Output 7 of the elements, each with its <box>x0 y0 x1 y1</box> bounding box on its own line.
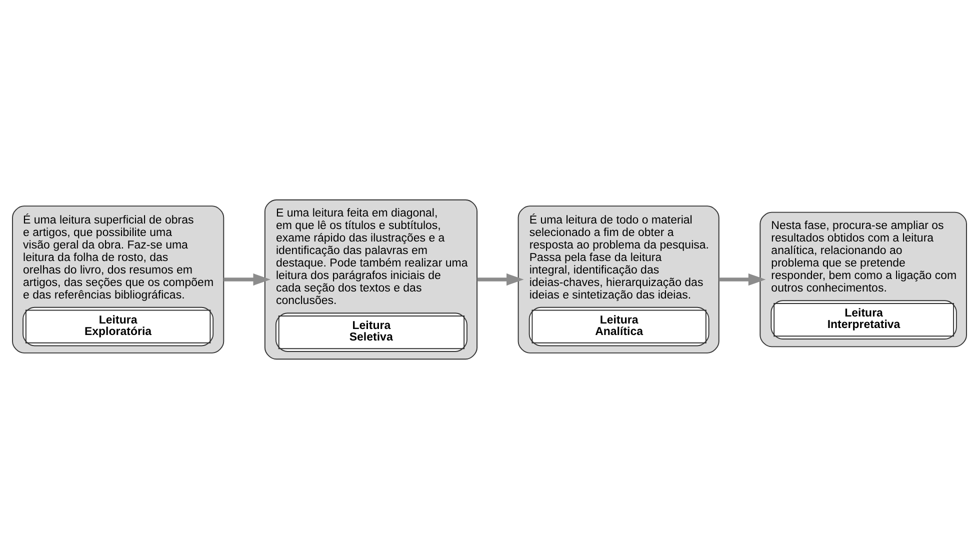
arrow <box>477 273 524 286</box>
node-box: E uma leitura feita em diagonal, em que lê os títulos e subtítulos, exame rápido das ilustrações e a identificação das palavras em destaque. Pode também realizar uma leitura dos parágrafos iniciais de cada seção dos textos e das conclusões. Leitura Seletiva <box>264 199 478 360</box>
arrow <box>719 273 766 286</box>
node-box: É uma leitura de todo o material selecionado a fim de obter a resposta ao problema da pesquisa. Passa pela fase da leitura integral, identificação das ideias-chaves, hierarquização das ideias e sintetização das ideias. Leitura Analítica <box>518 206 720 354</box>
node-box: Nesta fase, procura-se ampliar os resultados obtidos com a leitura analítica, relacionando ao problema que se pretende responder, bem como a ligação com outros conhecimentos. Leitura Interpretativa <box>760 212 967 348</box>
arrow <box>224 273 271 286</box>
node-box: É uma leitura superficial de obras e artigos, que possibilite uma visão geral da obra. Faz-se uma leitura da folha de rosto, das orelhas do livro, dos resumos em artigos, das seções que os compõem e das referências bibliográficas. Leitura Exploratória <box>12 206 224 354</box>
